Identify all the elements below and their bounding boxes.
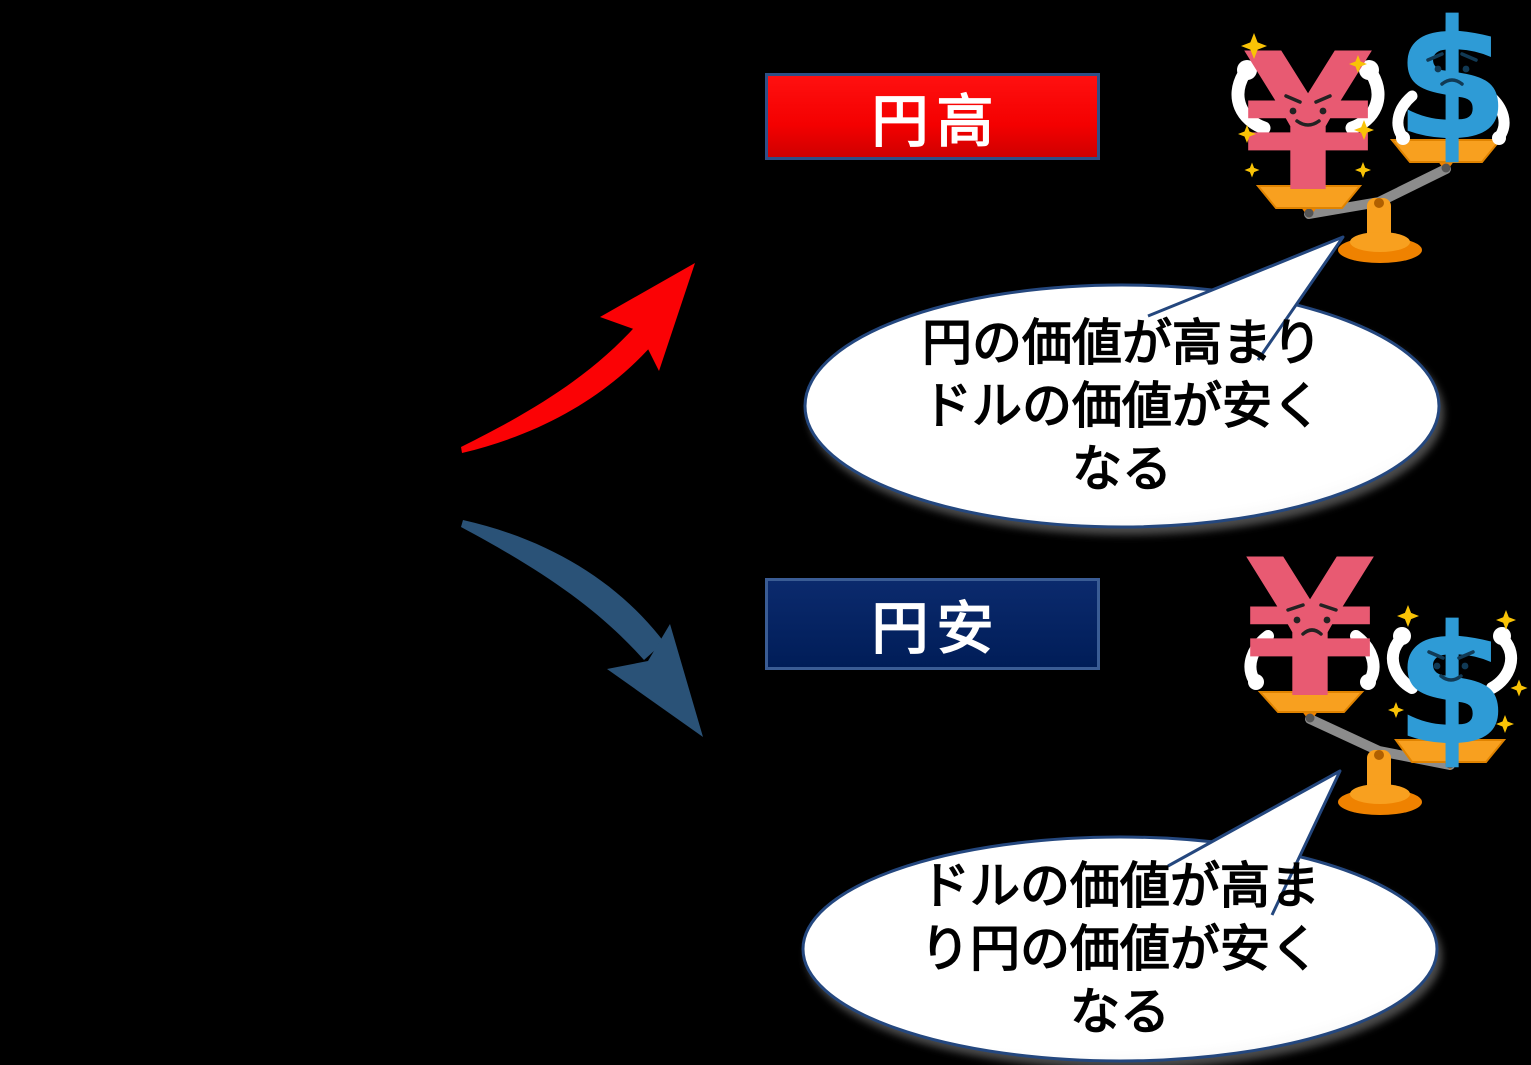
- dollar-glyph: $: [1395, 590, 1510, 782]
- left-pan-pivot: [1304, 208, 1314, 218]
- enyasu-label: 円安: [765, 578, 1100, 670]
- down-arrow: [461, 520, 703, 737]
- scale-base-top: [1350, 232, 1410, 252]
- dollar-left-hand: [1396, 131, 1410, 145]
- yen-character-strong: ¥: [1231, 13, 1385, 234]
- yen-eye: [1323, 616, 1331, 624]
- bubble-text-bottom: ドルの価値が高ま り円の価値が安く なる: [808, 850, 1432, 1048]
- yen-character-weak: ¥: [1244, 519, 1380, 740]
- up-arrow: [461, 263, 695, 453]
- up-arrow-shaft: [461, 320, 660, 453]
- yen-eye: [1289, 107, 1297, 115]
- left-pan: [1257, 691, 1365, 713]
- right-pan-pivot: [1441, 163, 1451, 173]
- scale-pivot: [1374, 750, 1384, 760]
- bubble-line: ドルの価値が安く: [922, 377, 1322, 434]
- down-arrow-shaft: [461, 520, 664, 660]
- yen-left-hand: [1248, 674, 1264, 690]
- yen-face-confident: [1284, 94, 1332, 127]
- dollar-left-arm: [1386, 634, 1418, 694]
- bubble-line: なる: [1070, 983, 1170, 1040]
- dollar-right-fist: [1493, 627, 1511, 645]
- right-pan: [1389, 139, 1503, 163]
- yen-left-arm: [1231, 67, 1271, 135]
- dollar-face-sad: [1426, 52, 1478, 86]
- bubble-tail: [1147, 235, 1345, 361]
- dollar-eye: [1461, 662, 1469, 670]
- dollar-eye: [1462, 65, 1470, 73]
- dollar-character-strong: $: [1386, 590, 1518, 782]
- dollar-character-weak: $: [1392, 0, 1510, 177]
- dollar-left-fist: [1393, 627, 1411, 645]
- yen-left-fist: [1237, 60, 1257, 80]
- dollar-right-hand: [1492, 131, 1506, 145]
- up-arrow-head: [600, 263, 695, 371]
- bubble-tail: [1167, 769, 1342, 916]
- balance-scale-yen-strong: ¥ $: [1231, 0, 1510, 263]
- yen-face-sad: [1286, 603, 1338, 636]
- yen-right-hand: [1360, 674, 1376, 690]
- yen-eye: [1293, 616, 1301, 624]
- bubble-line: り円の価値が安く: [920, 920, 1320, 977]
- down-arrow-head: [607, 624, 703, 737]
- speech-bubble-bottom: [801, 769, 1442, 1065]
- bubble-line: ドルの価値が高ま: [920, 857, 1320, 914]
- dollar-eye: [1434, 65, 1442, 73]
- enyasu-label-text: 円安: [871, 597, 1002, 661]
- scale-pivot: [1374, 198, 1384, 208]
- balance-scale-dollar-strong: ¥ $: [1244, 519, 1528, 815]
- bubble-text-top: 円の価値が高まり ドルの価値が安く なる: [812, 306, 1432, 506]
- right-pan: [1394, 739, 1507, 763]
- dollar-right-arm: [1486, 634, 1518, 694]
- dollar-eye: [1433, 662, 1441, 670]
- bubble-body: [803, 283, 1441, 529]
- bubble-line: 円の価値が高まり: [922, 314, 1322, 371]
- yen-eye: [1319, 107, 1327, 115]
- left-pan-pivot: [1305, 713, 1315, 723]
- left-pan: [1255, 185, 1363, 209]
- endaka-label-text: 円高: [871, 89, 1002, 154]
- endaka-label: 円高: [765, 73, 1100, 160]
- scale-base-top: [1350, 784, 1410, 804]
- dollar-face-confident: [1427, 650, 1475, 682]
- yen-right-arm: [1345, 67, 1385, 135]
- dollar-glyph: $: [1395, 0, 1510, 177]
- bubble-line: なる: [1072, 440, 1172, 497]
- speech-bubble-top: [803, 235, 1444, 535]
